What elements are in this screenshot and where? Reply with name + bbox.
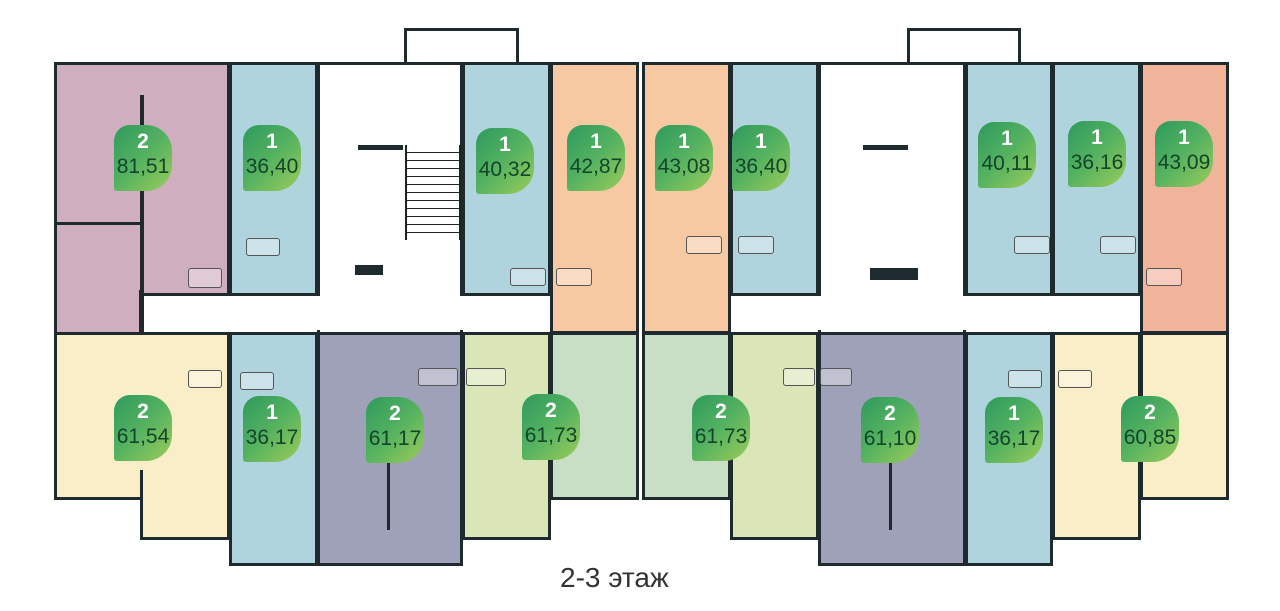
floor-label: 2-3 этаж <box>560 562 669 593</box>
rooms-count: 2 <box>715 400 727 423</box>
area-value: 60,85 <box>1123 426 1177 449</box>
roof-exit-right <box>907 28 1021 65</box>
rooms-count: 1 <box>1178 126 1190 149</box>
area-value: 81,51 <box>116 155 170 178</box>
bathtub-icon <box>1014 236 1050 254</box>
bathtub-icon <box>820 368 852 386</box>
rooms-count: 2 <box>545 399 557 422</box>
area-value: 40,32 <box>478 158 532 181</box>
wall <box>54 222 140 225</box>
roof-exit-left <box>404 28 519 65</box>
area-value: 43,08 <box>657 155 711 178</box>
wall <box>889 440 892 530</box>
rooms-count: 2 <box>884 402 896 425</box>
apartment-61-54-part[interactable] <box>140 470 230 540</box>
rooms-count: 1 <box>678 130 690 153</box>
area-value: 36,40 <box>734 155 788 178</box>
bathtub-icon <box>246 238 280 256</box>
wall <box>355 265 383 275</box>
area-value: 61,17 <box>368 427 422 450</box>
area-value: 61,73 <box>694 425 748 448</box>
bathtub-icon <box>188 370 222 388</box>
apartment-42-87[interactable] <box>550 62 639 334</box>
bathtub-icon <box>240 372 274 390</box>
wall <box>870 268 918 280</box>
rooms-count: 1 <box>499 133 511 156</box>
rooms-count: 2 <box>137 400 149 423</box>
area-value: 36,17 <box>987 427 1041 450</box>
rooms-count: 2 <box>389 402 401 425</box>
bathtub-icon <box>188 268 222 288</box>
area-value: 36,40 <box>245 155 299 178</box>
rooms-count: 2 <box>1144 401 1156 424</box>
bathtub-icon <box>1146 268 1182 286</box>
wall <box>863 145 908 150</box>
bathtub-icon <box>466 368 506 386</box>
area-value: 43,09 <box>1157 151 1211 174</box>
bathtub-icon <box>1008 370 1042 388</box>
area-value: 61,54 <box>116 425 170 448</box>
corridor-left <box>142 296 550 330</box>
staircase <box>405 145 461 240</box>
area-value: 61,10 <box>863 427 917 450</box>
area-value: 40,11 <box>981 152 1033 175</box>
bathtub-icon <box>738 236 774 254</box>
rooms-count: 1 <box>590 130 602 153</box>
rooms-count: 1 <box>1008 402 1020 425</box>
wall <box>358 145 403 150</box>
bathtub-icon <box>556 268 592 286</box>
area-value: 36,17 <box>245 426 299 449</box>
bathtub-icon <box>686 236 722 254</box>
bathtub-icon <box>783 368 815 386</box>
apartment-81-51-part[interactable] <box>54 290 142 335</box>
area-value: 36,16 <box>1070 151 1124 174</box>
wall <box>140 95 144 335</box>
corridor-right <box>731 296 1140 330</box>
wall <box>387 440 390 530</box>
rooms-count: 2 <box>137 130 149 153</box>
apartment-43-08[interactable] <box>642 62 731 334</box>
apartment-43-09[interactable] <box>1140 62 1229 334</box>
bathtub-icon <box>1100 236 1136 254</box>
rooms-count: 1 <box>266 130 278 153</box>
rooms-count: 1 <box>755 130 767 153</box>
bathtub-icon <box>418 368 458 386</box>
rooms-count: 1 <box>1091 126 1103 149</box>
stair-core-right <box>818 62 966 332</box>
bathtub-icon <box>510 268 546 286</box>
bathtub-icon <box>1058 370 1092 388</box>
rooms-count: 1 <box>266 401 278 424</box>
area-value: 42,87 <box>569 155 623 178</box>
area-value: 61,73 <box>524 424 578 447</box>
rooms-count: 1 <box>1001 127 1013 150</box>
